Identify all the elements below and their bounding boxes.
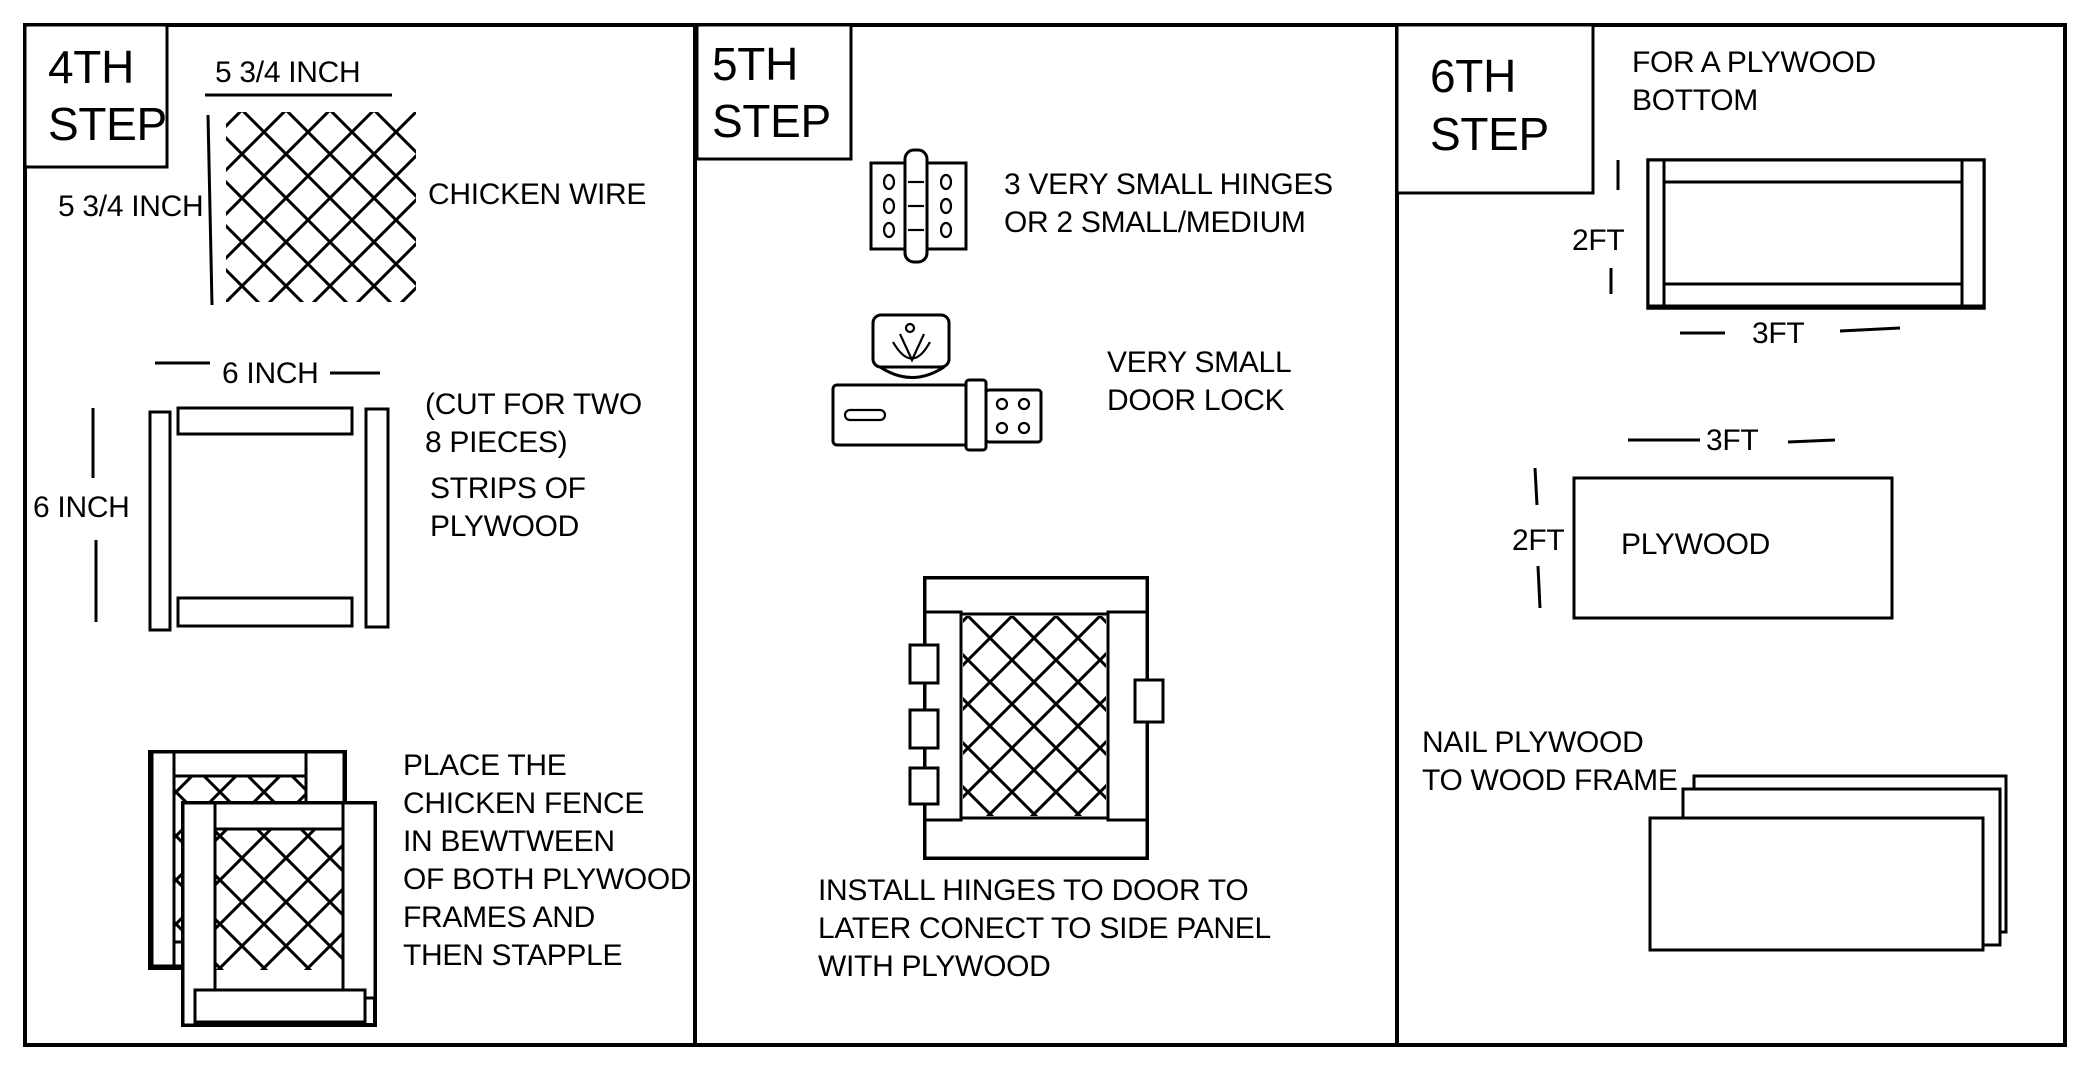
door-assembly-icon	[908, 576, 1165, 860]
frame-width-label: 6 INCH	[222, 357, 319, 390]
plywood-sheet-icon	[1572, 476, 1894, 620]
wire-height-dimension-line	[206, 114, 214, 306]
strips-note-line2: 8 PIECES)	[425, 426, 567, 459]
step4-panel: 4TH STEP 5 3/4 INCH 5 3/4 INCH CHICKEN W…	[23, 23, 692, 1027]
bottom-text-line1: FOR A PLYWOOD	[1632, 46, 1876, 79]
step6-badge-line2: STEP	[1430, 108, 1549, 160]
sheet-width-line-right	[1787, 438, 1836, 444]
nail-text-line2: TO WOOD FRAME	[1422, 764, 1678, 797]
chicken-wire-icon	[226, 112, 416, 302]
assemble-text-line2: CHICKEN FENCE	[403, 787, 644, 820]
sheet-width-label: 3FT	[1706, 424, 1758, 457]
step5-badge-line2: STEP	[712, 95, 831, 147]
install-text-line1: INSTALL HINGES TO DOOR TO	[818, 874, 1248, 907]
frame-height-label: 6 INCH	[33, 491, 130, 524]
plywood-sheet-label: PLYWOOD	[1621, 528, 1770, 561]
frame-height-label: 2FT	[1572, 224, 1624, 257]
strips-note-line1: (CUT FOR TWO	[425, 388, 642, 421]
nail-text-line1: NAIL PLYWOOD	[1422, 726, 1643, 759]
install-text-line3: WITH PLYWOOD	[818, 950, 1051, 983]
step6-badge	[1395, 23, 1595, 195]
step5-panel: 5TH STEP 3 VERY SMALL HINGES OR 2 SMALL/…	[695, 23, 1333, 983]
assemble-text-line4: OF BOTH PLYWOOD	[403, 863, 691, 896]
sheet-height-label: 2FT	[1512, 524, 1564, 557]
assembled-frames-icon	[148, 750, 377, 1027]
strips-label-line2: PLYWOOD	[430, 510, 579, 543]
step5-badge	[695, 23, 853, 161]
strips-label-line1: STRIPS OF	[430, 472, 586, 505]
assemble-text-line6: THEN STAPPLE	[403, 939, 622, 972]
lock-text-line2: DOOR LOCK	[1107, 384, 1285, 417]
step5-badge-line1: 5TH	[712, 38, 798, 90]
wood-frame-icon	[1646, 158, 1986, 310]
nailed-bottom-icon	[1648, 774, 2008, 952]
frame-width-label: 3FT	[1752, 317, 1804, 350]
sheet-height-line-bottom	[1536, 565, 1542, 609]
hinge-icon	[869, 148, 968, 264]
assemble-text-line5: FRAMES AND	[403, 901, 595, 934]
hinges-text-line2: OR 2 SMALL/MEDIUM	[1004, 206, 1306, 239]
outer-border	[23, 23, 2067, 1047]
wire-height-label: 5 3/4 INCH	[58, 190, 203, 223]
bottom-text-line2: BOTTOM	[1632, 84, 1758, 117]
frame-width-line-right	[1839, 326, 1901, 333]
hinges-text-line1: 3 VERY SMALL HINGES	[1004, 168, 1333, 201]
step6-badge-line1: 6TH	[1430, 50, 1516, 102]
install-text-line2: LATER CONECT TO SIDE PANEL	[818, 912, 1271, 945]
step6-panel: 6TH STEP FOR A PLYWOOD BOTTOM 2FT 3FT 3F…	[1395, 23, 2008, 952]
sheet-height-line-top	[1533, 467, 1539, 506]
assemble-text-line3: IN BEWTWEEN	[403, 825, 615, 858]
step4-badge	[23, 23, 169, 169]
assemble-text-line1: PLACE THE	[403, 749, 566, 782]
chicken-wire-label: CHICKEN WIRE	[428, 178, 646, 211]
step4-badge-line2: STEP	[48, 98, 167, 150]
wire-width-label: 5 3/4 INCH	[215, 56, 360, 89]
lock-text-line1: VERY SMALL	[1107, 346, 1291, 379]
door-lock-icon	[831, 313, 1043, 452]
step4-badge-line1: 4TH	[48, 41, 134, 93]
plywood-strips-icon	[148, 406, 390, 632]
